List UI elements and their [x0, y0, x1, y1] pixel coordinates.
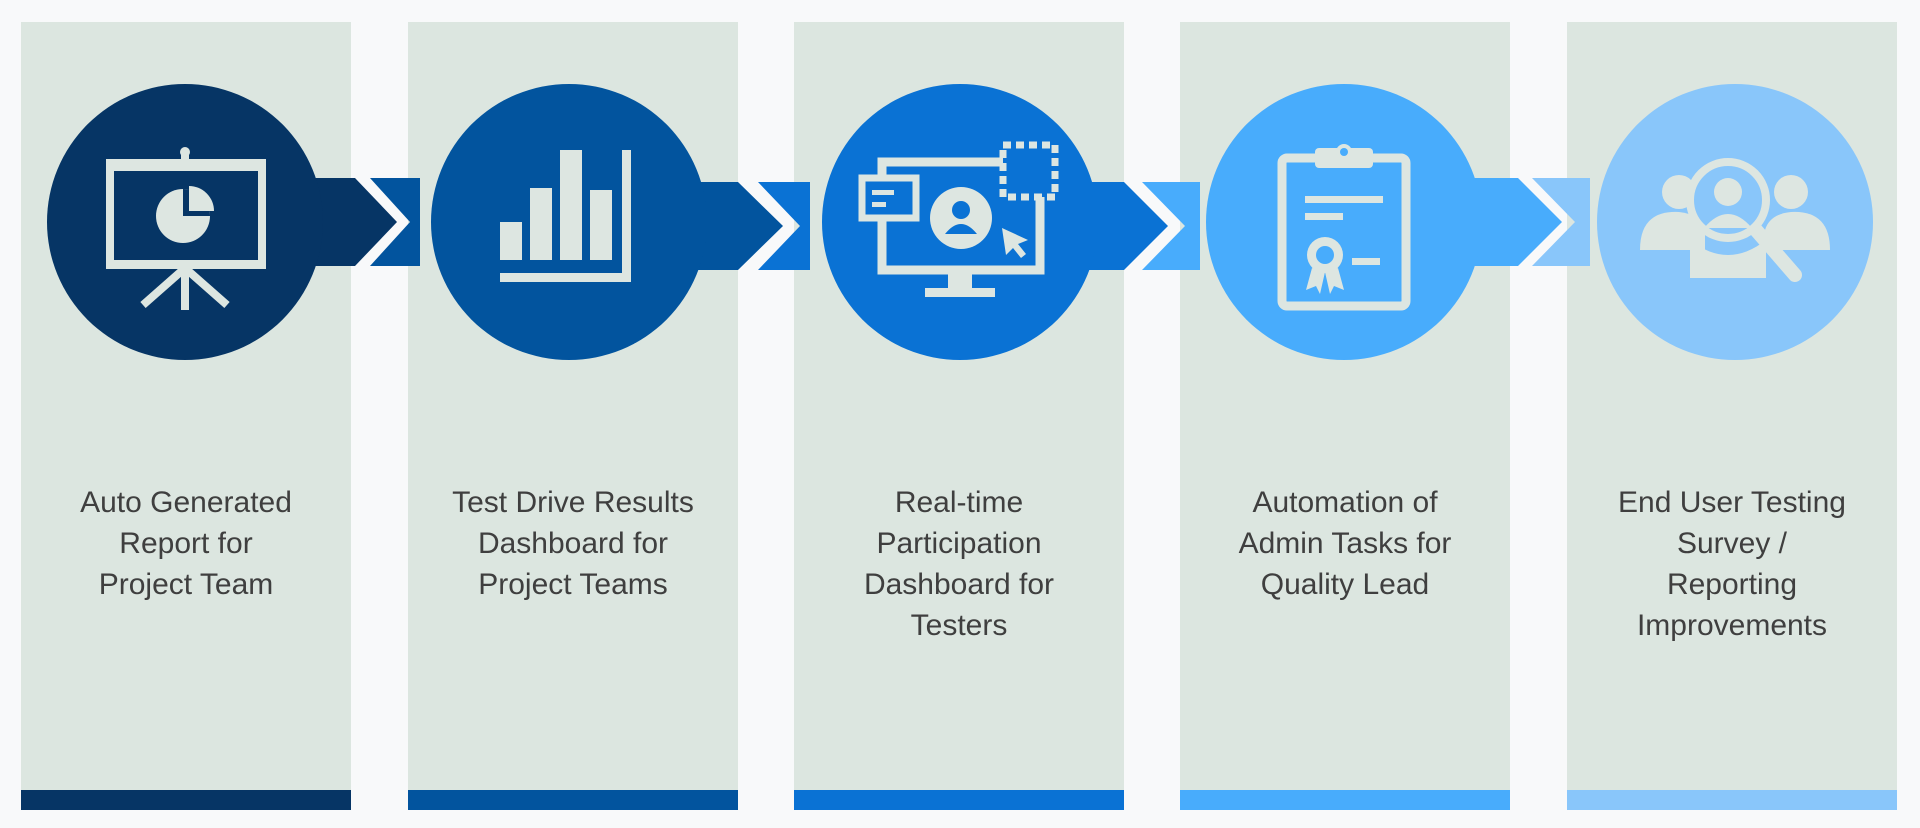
connector-arrow-1	[300, 178, 397, 266]
presentation-board-icon	[106, 147, 266, 310]
step-label-5: End User Testing Survey / Reporting Impr…	[1618, 486, 1846, 642]
clipboard-certificate-icon	[1277, 144, 1411, 311]
step-label-1: Auto Generated Report for Project Team	[80, 486, 292, 601]
bar-chart-icon	[500, 150, 631, 282]
step-color-bar-5	[1567, 790, 1897, 810]
monitor-user-icon	[858, 141, 1059, 297]
step-color-bar-1	[21, 790, 351, 810]
step-circle-4	[1206, 84, 1482, 360]
connector-tail-5	[1532, 178, 1590, 266]
connector-tail-2	[370, 178, 420, 266]
step-color-bar-2	[408, 790, 738, 810]
step-label-3: Real-time Participation Dashboard for Te…	[863, 486, 1055, 642]
step-label-4: Automation of Admin Tasks for Quality Le…	[1238, 486, 1452, 601]
connector-tail-4	[1142, 182, 1200, 270]
step-color-bar-3	[794, 790, 1124, 810]
step-label-2: Test Drive Results Dashboard for Project…	[452, 486, 694, 601]
step-color-bar-4	[1180, 790, 1510, 810]
connector-tail-3	[758, 182, 810, 270]
user-search-icon	[1640, 158, 1830, 282]
